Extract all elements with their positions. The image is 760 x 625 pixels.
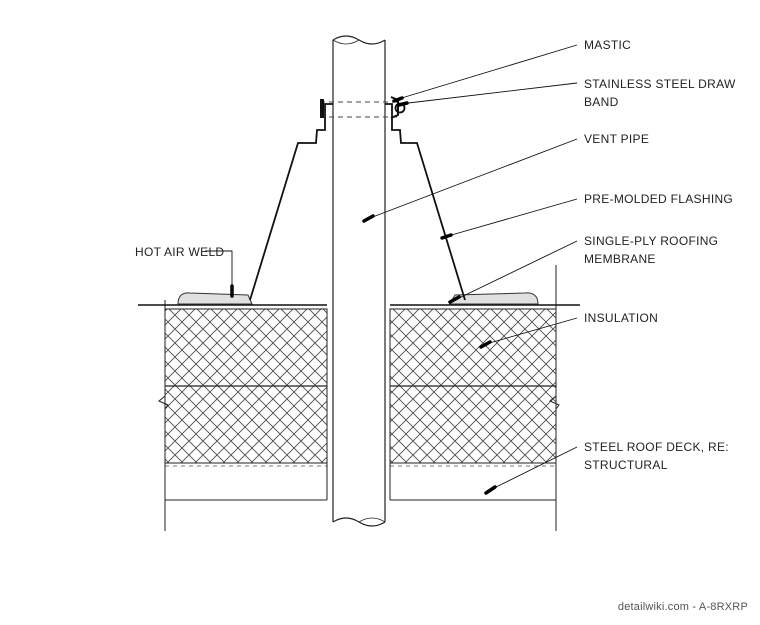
- vent-pipe: [332, 35, 386, 528]
- label-flashing: PRE-MOLDED FLASHING: [584, 192, 734, 206]
- label-hot-air-weld: HOT AIR WELD: [135, 245, 225, 259]
- steel-deck: [165, 462, 556, 501]
- leader-lines: [205, 44, 578, 491]
- label-steel-deck-line1: STEEL ROOF DECK, RE:: [584, 440, 729, 454]
- insulation-left: [164, 308, 328, 464]
- source-credit: detailwiki.com - A-8RXRP: [617, 601, 748, 613]
- label-mastic: MASTIC: [584, 38, 632, 52]
- section-break-lines: [158, 265, 560, 531]
- label-steel-deck: STEEL ROOF DECK, RE: STRUCTURAL: [584, 438, 729, 474]
- label-draw-band-line1: STAINLESS STEEL DRAW: [584, 77, 736, 91]
- label-membrane: SINGLE-PLY ROOFING MEMBRANE: [584, 232, 718, 268]
- leader-tails: [230, 96, 497, 495]
- label-membrane-line1: SINGLE-PLY ROOFING: [584, 234, 719, 248]
- pre-molded-flashing: [249, 103, 466, 301]
- label-draw-band: STAINLESS STEEL DRAW BAND: [584, 75, 736, 111]
- label-membrane-line2: MEMBRANE: [584, 252, 656, 266]
- label-steel-deck-line2: STRUCTURAL: [584, 458, 668, 472]
- label-insulation: INSULATION: [584, 311, 659, 325]
- label-vent-pipe: VENT PIPE: [584, 132, 650, 146]
- insulation-right: [389, 308, 557, 464]
- label-draw-band-line2: BAND: [584, 95, 619, 109]
